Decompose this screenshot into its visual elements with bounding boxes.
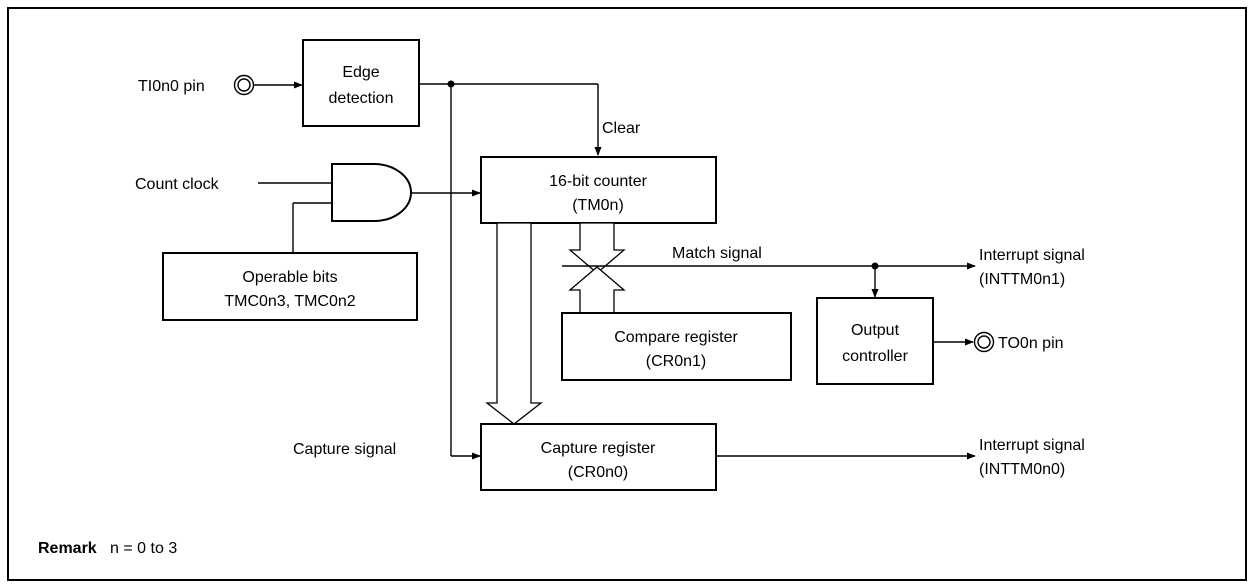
capture-register-label-1: Capture register — [541, 440, 656, 457]
remark: Remark n = 0 to 3 — [38, 540, 177, 558]
capture-register-block — [480, 423, 717, 491]
interrupt-1-label-1: Interrupt signal — [979, 247, 1085, 264]
remark-text: n = 0 to 3 — [110, 540, 178, 557]
output-controller-block — [816, 297, 934, 385]
clear-label: Clear — [602, 120, 641, 137]
ti-pin-label: TI0n0 pin — [138, 78, 205, 95]
operable-bits-label-2: TMC0n3, TMC0n2 — [224, 293, 355, 310]
match-signal-label: Match signal — [672, 245, 762, 262]
interrupt-1-label-2: (INTTM0n1) — [979, 271, 1065, 288]
compare-register-block — [561, 312, 792, 381]
edge-detection-label-2: detection — [329, 90, 394, 107]
compare-register-label-1: Compare register — [614, 329, 738, 346]
register-compare-bus-arrow — [568, 266, 626, 314]
counter-label-2: (TM0n) — [572, 197, 624, 214]
to-pin-icon — [973, 331, 995, 353]
output-controller-label-2: controller — [842, 348, 908, 365]
interrupt-0-label-2: (INTTM0n0) — [979, 461, 1065, 478]
counter-capture-bus-arrow — [485, 222, 543, 425]
counter-block — [480, 156, 717, 224]
interrupt-0-label-1: Interrupt signal — [979, 437, 1085, 454]
edge-detection-label-1: Edge — [342, 64, 379, 81]
operable-bits-label-1: Operable bits — [242, 269, 337, 286]
compare-register-label-2: (CR0n1) — [646, 353, 706, 370]
counter-label-1: 16-bit counter — [549, 173, 648, 190]
counter-compare-bus-arrow — [568, 222, 626, 274]
count-clock-label: Count clock — [135, 176, 220, 193]
output-controller-label-1: Output — [851, 322, 900, 339]
and-gate-icon — [331, 163, 412, 222]
remark-label: Remark — [38, 540, 97, 557]
operable-bits-block — [162, 252, 418, 321]
to-pin-label: TO0n pin — [998, 335, 1064, 352]
ti-pin-icon — [233, 74, 255, 96]
capture-signal-label: Capture signal — [293, 441, 396, 458]
capture-register-label-2: (CR0n0) — [568, 464, 628, 481]
figure-frame — [7, 7, 1247, 581]
edge-detection-block — [302, 39, 420, 127]
